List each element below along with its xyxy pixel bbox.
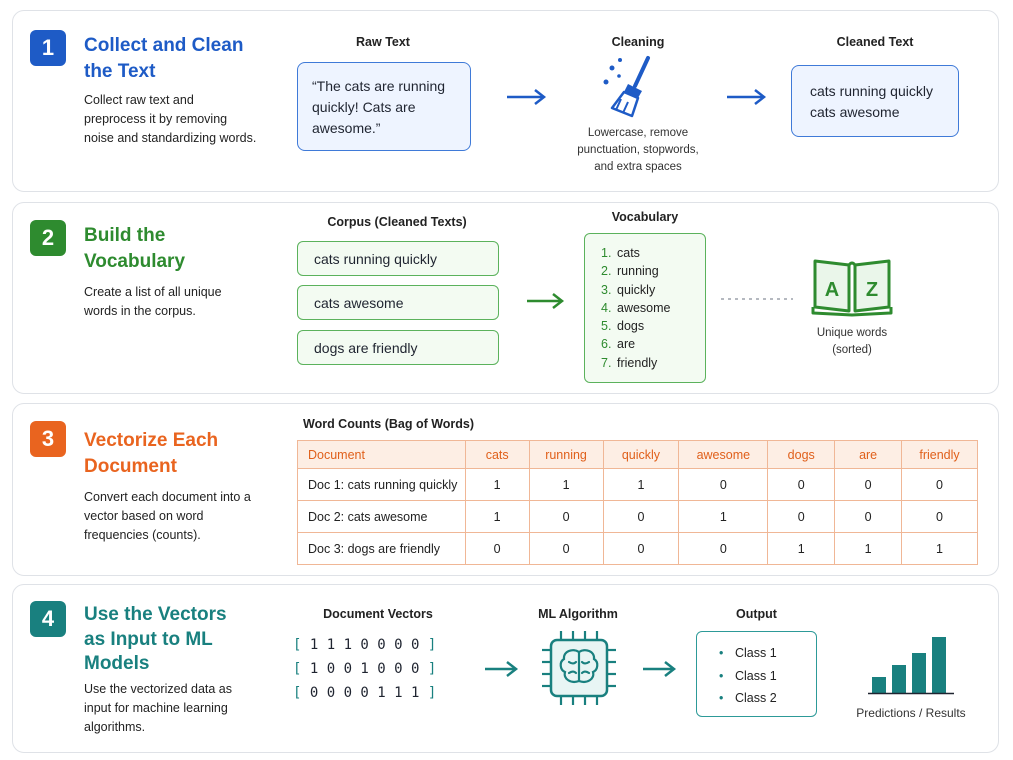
cleaned-text-box: cats running quickly cats awesome xyxy=(791,65,959,137)
cleaned-text-content: cats running quickly cats awesome xyxy=(810,83,933,120)
vocab-item: 1.cats xyxy=(601,246,640,260)
column-header: quickly xyxy=(602,440,680,469)
step-4-badge: 4 xyxy=(30,601,66,637)
output-item: •Class 1 xyxy=(719,668,777,683)
table-cell: 1 xyxy=(464,500,530,533)
book-letter-z: Z xyxy=(866,279,878,301)
arrow-right-icon xyxy=(507,89,547,105)
step-2-description: Create a list of all unique words in the… xyxy=(84,285,222,318)
document-vector: [ 1 0 0 1 0 0 0 ] xyxy=(293,661,437,677)
raw-text-box: “The cats are running quickly! Cats are … xyxy=(297,62,471,151)
az-book-icon: A Z xyxy=(811,259,893,317)
step-4-panel: 4 Use the Vectors as Input to ML Models … xyxy=(12,584,999,753)
output-item: •Class 2 xyxy=(719,691,777,705)
table-cell: 1 xyxy=(678,500,769,533)
vocab-item: 3.quickly xyxy=(601,282,656,297)
table-cell: 0 xyxy=(528,500,604,533)
broom-icon xyxy=(603,56,650,118)
vocab-item: 6.are xyxy=(601,337,636,352)
step-1-description: Collect raw text and preprocess it by re… xyxy=(84,93,257,145)
table-cell: 0 xyxy=(678,532,769,565)
bag-of-words-table: Document cats running quickly awesome do… xyxy=(297,440,978,565)
step-3-badge: 3 xyxy=(30,421,66,457)
output-item: •Class 1 xyxy=(719,646,777,660)
table-cell: 0 xyxy=(678,468,769,501)
raw-text-content: “The cats are running quickly! Cats are … xyxy=(312,78,446,136)
step-4-description: Use the vectorized data as input for mac… xyxy=(84,682,232,734)
document-vectors-label: Document Vectors xyxy=(323,607,433,621)
table-header-row: Document cats running quickly awesome do… xyxy=(297,440,978,469)
table-cell: 0 xyxy=(528,532,604,565)
table-row: Doc 3: dogs are friendly 0 0 0 0 1 1 1 xyxy=(297,532,978,565)
step-3-panel: 3 Vectorize Each Document Convert each d… xyxy=(12,403,999,576)
table-cell: 0 xyxy=(602,532,680,565)
vocab-item: 5.dogs xyxy=(601,319,645,334)
ml-algorithm-label: ML Algorithm xyxy=(538,607,618,621)
output-label: Output xyxy=(736,607,777,621)
corpus-item: dogs are friendly xyxy=(297,330,499,365)
table-cell: 0 xyxy=(464,532,530,565)
step-2-panel: 2 Build the Vocabulary Create a list of … xyxy=(12,202,999,394)
table-cell: 1 xyxy=(602,468,680,501)
step-1-title: Collect and Clean the Text xyxy=(84,35,244,82)
arrow-right-icon xyxy=(727,89,767,105)
bar-chart-icon xyxy=(868,637,954,695)
step-3-title: Vectorize Each Document xyxy=(84,430,219,477)
brain-chip-icon xyxy=(542,631,616,705)
table-cell: 0 xyxy=(901,500,978,533)
table-row: Doc 1: cats running quickly 1 1 1 0 0 0 … xyxy=(297,468,978,501)
table-cell: 1 xyxy=(834,532,903,565)
table-cell: 0 xyxy=(767,468,836,501)
output-list: •Class 1 •Class 1 •Class 2 xyxy=(696,631,817,717)
table-row: Doc 2: cats awesome 1 0 0 1 0 0 0 xyxy=(297,500,978,533)
book-description: Unique words (sorted) xyxy=(816,327,888,356)
table-cell: 0 xyxy=(834,468,903,501)
dotted-connector xyxy=(721,298,793,300)
arrow-right-icon xyxy=(527,293,565,309)
raw-text-label: Raw Text xyxy=(356,35,410,49)
vocab-item: 2.running xyxy=(601,264,659,279)
corpus-item: cats running quickly xyxy=(297,241,499,276)
arrow-right-icon xyxy=(485,661,519,677)
table-cell: Doc 3: dogs are friendly xyxy=(297,532,466,565)
column-header: friendly xyxy=(901,440,978,469)
step-2-badge: 2 xyxy=(30,220,66,256)
document-vector: [ 0 0 0 0 1 1 1 ] xyxy=(293,685,437,701)
column-header: awesome xyxy=(678,440,769,469)
vocabulary-list: 1.cats 2.running 3.quickly 4.awesome 5.d… xyxy=(584,233,706,383)
vocab-item: 4.awesome xyxy=(601,300,671,315)
step-3-description: Convert each document into a vector base… xyxy=(84,490,251,542)
column-header: dogs xyxy=(767,440,836,469)
book-letter-a: A xyxy=(825,279,839,301)
column-header: running xyxy=(528,440,604,469)
word-counts-label: Word Counts (Bag of Words) xyxy=(303,417,475,431)
table-cell: 0 xyxy=(834,500,903,533)
table-cell: 1 xyxy=(528,468,604,501)
column-header: cats xyxy=(464,440,530,469)
corpus-item: cats awesome xyxy=(297,285,499,320)
column-header: Document xyxy=(297,440,466,469)
cleaning-description: Lowercase, remove punctuation, stopwords… xyxy=(577,127,699,173)
document-vector: [ 1 1 1 0 0 0 0 ] xyxy=(293,637,437,653)
step-1-badge: 1 xyxy=(30,30,66,66)
step-2-title: Build the Vocabulary xyxy=(84,225,186,272)
results-label: Predictions / Results xyxy=(856,706,966,720)
step-4-title: Use the Vectors as Input to ML Models xyxy=(84,604,227,674)
table-cell: 0 xyxy=(602,500,680,533)
table-cell: 0 xyxy=(901,468,978,501)
step-1-panel: 1 Collect and Clean the Text Collect raw… xyxy=(12,10,999,192)
vocab-item: 7.friendly xyxy=(601,355,658,370)
table-cell: 1 xyxy=(464,468,530,501)
table-cell: 1 xyxy=(901,532,978,565)
arrow-right-icon xyxy=(643,661,677,677)
vocabulary-label: Vocabulary xyxy=(611,210,679,224)
table-cell: Doc 1: cats running quickly xyxy=(297,468,466,501)
cleaning-label: Cleaning xyxy=(611,35,665,49)
table-cell: Doc 2: cats awesome xyxy=(297,500,466,533)
cleaned-text-label: Cleaned Text xyxy=(836,35,914,49)
table-cell: 0 xyxy=(767,500,836,533)
column-header: are xyxy=(834,440,903,469)
table-cell: 1 xyxy=(767,532,836,565)
corpus-label: Corpus (Cleaned Texts) xyxy=(327,215,467,229)
